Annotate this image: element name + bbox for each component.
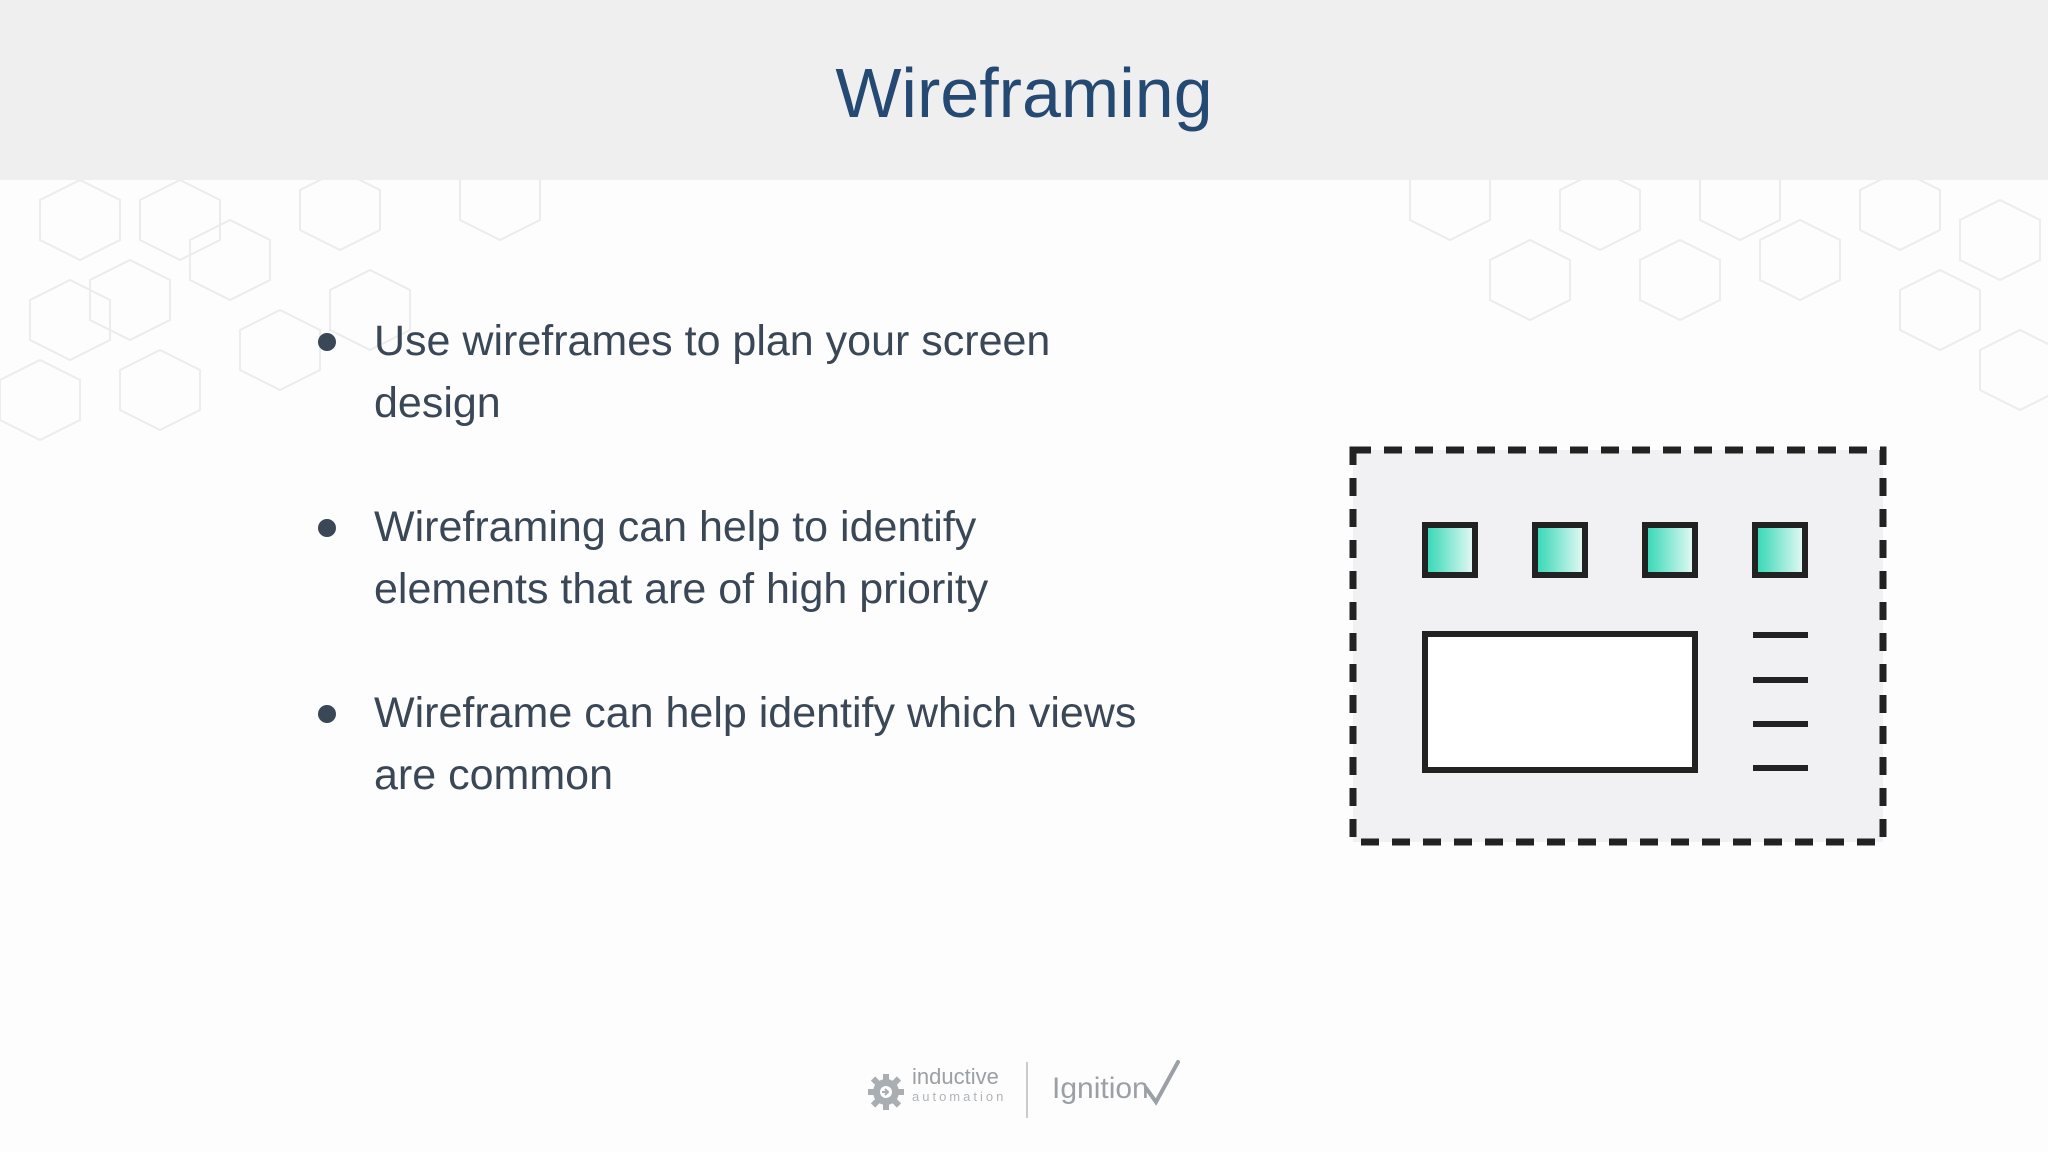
bullet-item: Use wireframes to plan your screen desig… <box>310 310 1150 434</box>
gear-icon <box>868 1074 904 1110</box>
logo-divider <box>1026 1062 1028 1118</box>
wireframe-tile <box>1422 522 1478 578</box>
bullet-text: Wireframing can help to identify element… <box>374 503 989 613</box>
wireframe-tile <box>1642 522 1698 578</box>
title-band: Wireframing <box>0 0 2048 180</box>
bullet-dot-icon <box>318 333 336 351</box>
wireframe-layout-icon <box>1349 446 1887 846</box>
checkmark-icon <box>1144 1060 1180 1106</box>
wireframe-tile <box>1752 522 1808 578</box>
bullet-text: Wireframe can help identify which views … <box>374 689 1137 799</box>
ignition-logo-text: Ignition <box>1052 1072 1149 1105</box>
bullet-text: Use wireframes to plan your screen desig… <box>374 317 1051 427</box>
bullet-dot-icon <box>318 705 336 723</box>
slide-title: Wireframing <box>835 54 1213 132</box>
bullet-dot-icon <box>318 519 336 537</box>
wireframe-tile <box>1532 522 1588 578</box>
bullet-list: Use wireframes to plan your screen desig… <box>310 310 1150 868</box>
hexagon-background-pattern <box>0 180 2048 442</box>
bullet-item: Wireframe can help identify which views … <box>310 682 1150 806</box>
inductive-logo-text: inductive <box>912 1064 999 1089</box>
bullet-item: Wireframing can help to identify element… <box>310 496 1150 620</box>
automation-logo-text: automation <box>912 1089 1007 1104</box>
footer-logos: inductive automation Ignition <box>860 1058 1190 1124</box>
wireframe-content-panel <box>1422 631 1698 773</box>
